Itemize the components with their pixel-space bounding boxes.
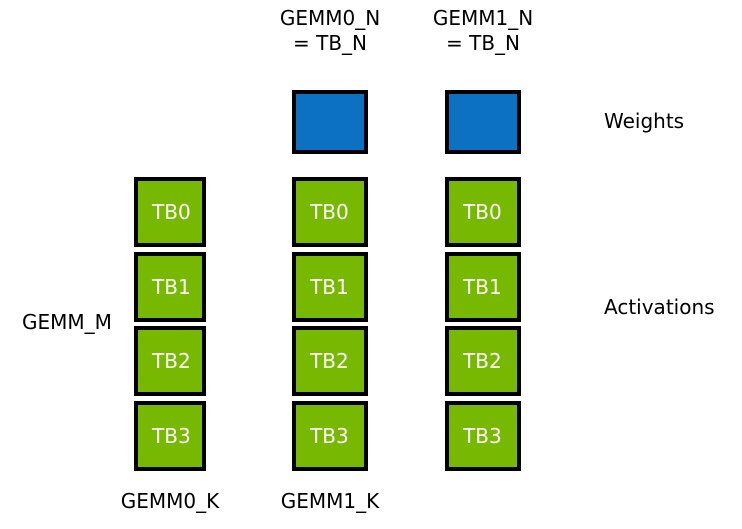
- activation-column-gemm0: TB0 TB1 TB2 TB3: [292, 177, 368, 471]
- activation-cell: TB3: [292, 400, 368, 471]
- gemm0-n-header-line2: = TB_N: [292, 31, 367, 55]
- activation-cell-label: TB2: [310, 349, 349, 374]
- activation-cell-label: TB1: [152, 274, 191, 299]
- gemm1-k-label: GEMM1_K: [280, 489, 380, 513]
- activation-column-m: TB0 TB1 TB2 TB3: [134, 177, 206, 471]
- gemm0-weight-block: [292, 90, 368, 154]
- activation-cell-label: TB2: [463, 349, 502, 374]
- activation-cell-label: TB0: [152, 200, 191, 224]
- activation-cell: TB3: [134, 400, 206, 471]
- activation-cell-label: TB3: [463, 423, 502, 448]
- gemm1-n-header-line1: GEMM1_N: [432, 6, 534, 30]
- activation-cell-label: TB0: [310, 200, 349, 224]
- gemm1-weight-block: [445, 90, 521, 154]
- gemm1-n-header-line2: = TB_N: [445, 31, 520, 55]
- gemm0-k-label: GEMM0_K: [120, 489, 220, 513]
- activation-cell-label: TB0: [463, 200, 502, 224]
- activation-cell-label: TB3: [152, 423, 191, 448]
- activation-cell: TB3: [445, 400, 521, 471]
- activation-cell-label: TB3: [310, 423, 349, 448]
- activation-cell: TB2: [445, 326, 521, 397]
- gemm0-n-header-line1: GEMM0_N: [279, 6, 381, 30]
- activation-cell: TB2: [134, 326, 206, 397]
- weights-row-label: Weights: [604, 109, 685, 133]
- activation-cell-label: TB1: [463, 274, 502, 299]
- activation-cell: TB0: [445, 177, 521, 247]
- activation-cell-label: TB1: [310, 274, 349, 299]
- activation-cell: TB1: [445, 251, 521, 322]
- gemm1-n-header: GEMM1_N = TB_N: [383, 6, 583, 56]
- activation-cell-label: TB2: [152, 349, 191, 374]
- activation-cell: TB0: [292, 177, 368, 247]
- activation-cell: TB2: [292, 326, 368, 397]
- activation-cell: TB1: [134, 251, 206, 322]
- activation-cell: TB0: [134, 177, 206, 247]
- activation-column-gemm1: TB0 TB1 TB2 TB3: [445, 177, 521, 471]
- activation-cell: TB1: [292, 251, 368, 322]
- activations-row-label: Activations: [604, 295, 715, 319]
- gemm0-n-header: GEMM0_N = TB_N: [230, 6, 430, 56]
- gemm-m-label: GEMM_M: [22, 310, 112, 334]
